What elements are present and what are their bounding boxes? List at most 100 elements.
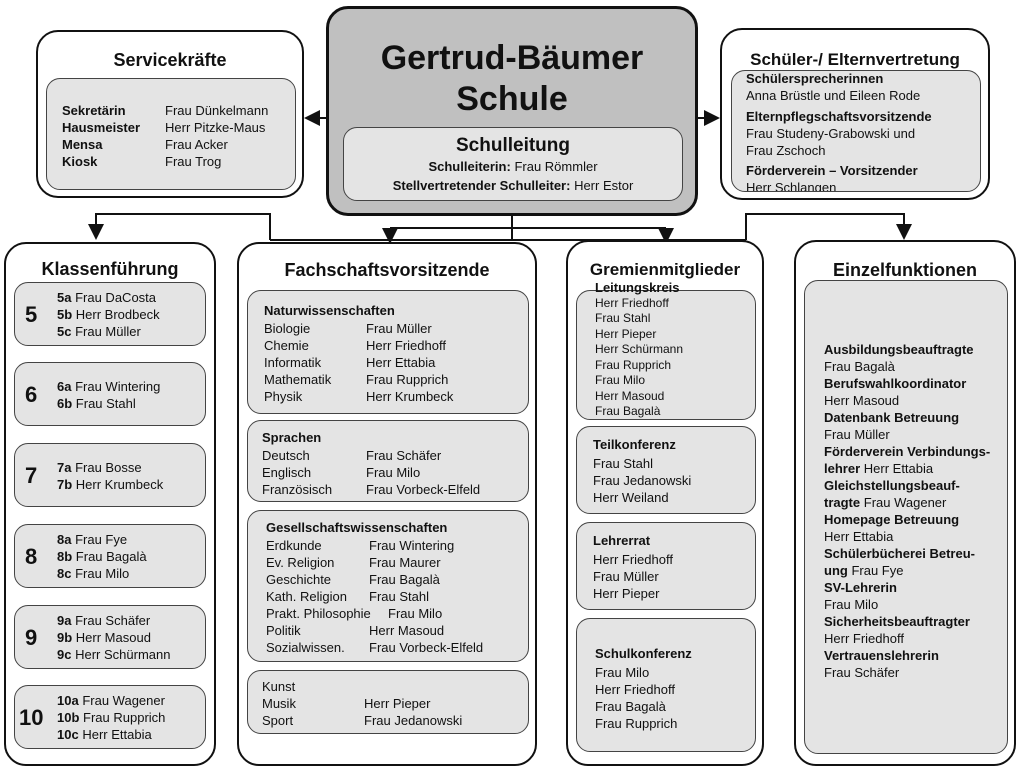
class-row: 10c Herr Ettabia (57, 727, 152, 742)
subject: Chemie (264, 338, 309, 353)
schulleiterin-line: Schulleiterin: Frau Römmler (344, 159, 682, 174)
function-person: Frau Schäfer (824, 665, 900, 680)
class-row: 5b Herr Brodbeck (57, 307, 160, 322)
foerderverein-head: Förderverein – Vorsitzender (746, 163, 918, 178)
grade-10-panel: 10 10a Frau Wagener 10b Frau Rupprich 10… (14, 685, 206, 749)
class-row: 8c Frau Milo (57, 566, 130, 581)
function-person: Herr Friedhoff (824, 631, 904, 646)
subject: Informatik (264, 355, 322, 370)
subject: Erdkunde (266, 538, 322, 553)
vertreter-label: Stellvertretender Schulleiter: (392, 178, 571, 193)
class-row: 8b Frau Bagalà (57, 549, 147, 564)
service-role: Mensa (62, 137, 103, 152)
grade-number: 7 (25, 463, 38, 488)
service-name: Frau Acker (165, 137, 228, 152)
class-row: 8a Frau Fye (57, 532, 128, 547)
schulleiterin-label: Schulleiterin: (428, 159, 511, 174)
gremien-title: Gremienmitglieder (589, 260, 741, 279)
class-row: 6a Frau Wintering (57, 379, 161, 394)
member: Herr Masoud (595, 389, 665, 403)
school-name-line2: Schule (456, 80, 568, 118)
grade-number: 6 (25, 382, 38, 407)
grade-number: 5 (25, 302, 38, 327)
schulleitung-title: Schulleitung (456, 135, 570, 156)
function-line: lehrer Herr Ettabia (824, 461, 934, 476)
schulkonferenz-head: Schulkonferenz (595, 646, 692, 661)
function-person: Frau Milo (824, 597, 879, 612)
subject: Kunst (262, 679, 296, 694)
service-name: Herr Pitzke-Maus (165, 120, 266, 135)
naturwissenschaften-panel: Naturwissenschaften Biologie Frau Müller… (247, 290, 529, 414)
fachschaft-title: Fachschaftsvorsitzende (284, 260, 490, 280)
member: Herr Pieper (593, 586, 660, 601)
service-role: Kiosk (62, 154, 98, 169)
class-row: 9b Herr Masoud (57, 630, 151, 645)
service-name: Frau Dünkelmann (165, 103, 269, 118)
school-name-line1: Gertrud-Bäumer (380, 39, 644, 77)
member: Herr Schürmann (595, 342, 684, 356)
naturwissenschaften-head: Naturwissenschaften (264, 303, 395, 318)
class-row: 10b Frau Rupprich (57, 710, 166, 725)
vertreter-line: Stellvertretender Schulleiter: Herr Esto… (344, 178, 682, 193)
service-role: Sekretärin (62, 103, 126, 118)
grade-5-panel: 5 5a Frau DaCosta 5b Herr Brodbeck 5c Fr… (14, 282, 206, 346)
member: Herr Pieper (595, 327, 657, 341)
member: Herr Friedhoff (593, 552, 673, 567)
teilkonferenz-panel: Teilkonferenz Frau Stahl Frau Jedanowski… (576, 426, 756, 514)
class-row: 6b Frau Stahl (57, 396, 136, 411)
chair: Frau Rupprich (366, 372, 449, 387)
servicekraefte-panel: Sekretärin Frau Dünkelmann Hausmeister H… (46, 78, 296, 190)
function-person: Frau Müller (824, 427, 890, 442)
grade-7-panel: 7 7a Frau Bosse 7b Herr Krumbeck (14, 443, 206, 507)
teilkonferenz-head: Teilkonferenz (593, 437, 676, 452)
school-box: Gertrud-Bäumer Schule Schulleitung Schul… (326, 6, 698, 216)
function-line: tragte Frau Wagener (824, 495, 947, 510)
einzelfunktionen-title: Einzelfunktionen (833, 260, 977, 280)
subject: Politik (266, 623, 301, 638)
fachschaft-box: Fachschaftsvorsitzende Naturwissenschaft… (237, 242, 537, 766)
function-title: Datenbank Betreuung (824, 410, 960, 425)
elternvertretung-title: Schüler-/ Elternvertretung (750, 50, 960, 69)
function-title: Schülerbücherei Betreu- (824, 546, 975, 561)
subject: Mathematik (264, 372, 332, 387)
function-title: Ausbildungsbeauftragte (824, 342, 974, 357)
elternvertretung-panel: Schülersprecherinnen Anna Brüstle und Ei… (731, 70, 981, 192)
grade-number: 10 (19, 705, 44, 730)
schulkonferenz-panel: Schulkonferenz Frau Milo Herr Friedhoff … (576, 618, 756, 752)
class-row: 10a Frau Wagener (57, 693, 165, 708)
class-row: 9a Frau Schäfer (57, 613, 151, 628)
subject: Sozialwissen. (266, 640, 345, 655)
subject: Geschichte (266, 572, 332, 587)
chair: Frau Stahl (369, 589, 429, 604)
subject: Ev. Religion (266, 555, 335, 570)
grade-6-panel: 6 6a Frau Wintering 6b Frau Stahl (14, 362, 206, 426)
chair: Herr Friedhoff (366, 338, 446, 353)
gremien-box: Gremienmitglieder Leitungskreis Herr Fri… (566, 240, 764, 766)
vertreter-name: Herr Estor (574, 178, 634, 193)
chair: Herr Masoud (369, 623, 445, 638)
elternpflegschaft-name1: Frau Studeny-Grabowski und (746, 126, 916, 141)
service-role: Hausmeister (62, 120, 141, 135)
function-title: Homepage Betreuung (824, 512, 960, 527)
kunst-musik-sport-panel: Kunst Musik Herr Pieper Sport Frau Jedan… (247, 670, 529, 734)
sprachen-head: Sprachen (262, 430, 322, 445)
einzelfunktionen-box: Einzelfunktionen Ausbildungsbeauftragte … (794, 240, 1016, 766)
einzelfunktionen-panel: Ausbildungsbeauftragte Frau Bagalà Beruf… (804, 280, 1008, 754)
member: Frau Rupprich (595, 716, 678, 731)
leitungskreis-head: Leitungskreis (595, 280, 680, 295)
subject: Französisch (262, 482, 333, 497)
chair: Frau Vorbeck-Elfeld (366, 482, 481, 497)
klassenfuehrung-box: Klassenführung 5 5a Frau DaCosta 5b Herr… (4, 242, 216, 766)
chair: Frau Wintering (369, 538, 455, 553)
lehrerrat-panel: Lehrerrat Herr Friedhoff Frau Müller Her… (576, 522, 756, 610)
schulleitung-panel: Schulleitung Schulleiterin: Frau Römmler… (343, 127, 683, 201)
subject: Prakt. Philosophie (266, 606, 371, 621)
lehrerrat-head: Lehrerrat (593, 533, 651, 548)
chair: Frau Milo (366, 465, 421, 480)
member: Frau Rupprich (595, 358, 672, 372)
grade-number: 8 (25, 544, 38, 569)
subject: Deutsch (262, 448, 310, 463)
member: Frau Milo (595, 373, 646, 387)
member: Frau Stahl (593, 456, 653, 471)
chair: Frau Milo (388, 606, 443, 621)
